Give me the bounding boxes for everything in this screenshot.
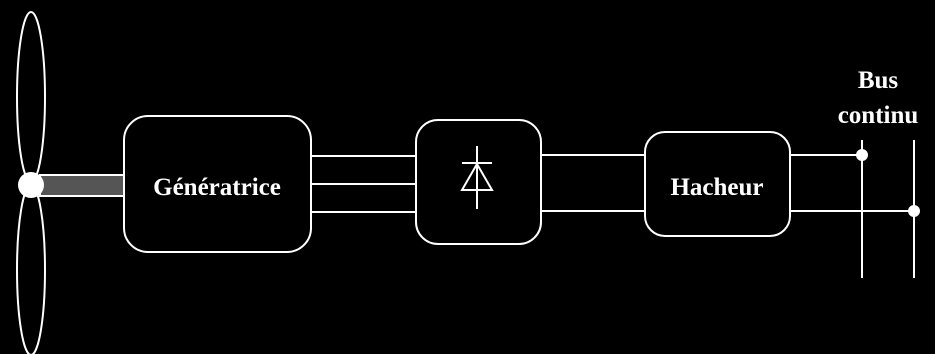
dc-bus: Bus continu xyxy=(838,67,920,278)
bus-node-positive xyxy=(856,149,868,161)
turbine-shaft xyxy=(39,174,125,197)
three-phase-connection xyxy=(311,155,416,213)
turbine-hub xyxy=(18,172,44,198)
chopper-label: Hacheur xyxy=(670,174,763,201)
dc-connection-rectifier-chopper xyxy=(541,154,645,212)
bus-node-negative xyxy=(908,205,920,217)
turbine-blade-upper xyxy=(16,11,46,183)
dc-connection-chopper-bus xyxy=(790,154,914,212)
diode-icon xyxy=(460,146,494,209)
turbine-blade-lower xyxy=(16,184,46,354)
generator-label: Génératrice xyxy=(153,174,281,201)
generator-block: Génératrice xyxy=(123,115,312,253)
wind-turbine-icon xyxy=(16,11,125,354)
bus-label-line1: Bus xyxy=(858,67,899,94)
chopper-block: Hacheur xyxy=(644,131,791,237)
bus-label-line2: continu xyxy=(838,102,919,129)
rectifier-block xyxy=(415,119,542,245)
